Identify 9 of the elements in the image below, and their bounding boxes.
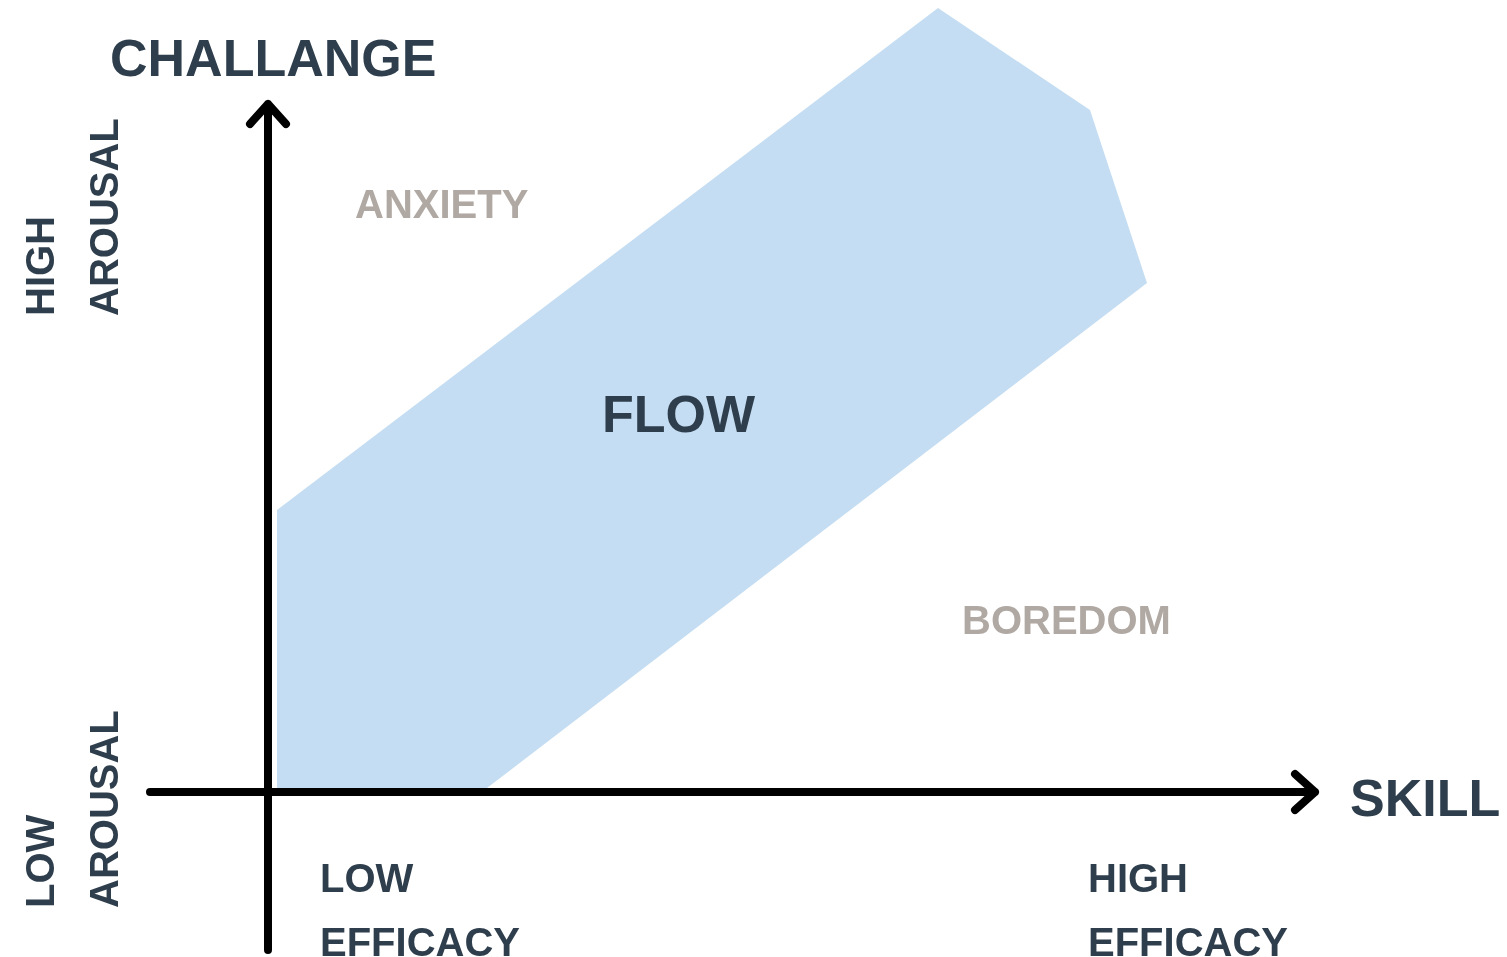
zone-label: ANXIETY — [355, 184, 529, 224]
zone-label: BOREDOM — [962, 600, 1171, 640]
axis-title: CHALLANGE — [110, 32, 437, 84]
axis-level-label: HIGH AROUSAL — [17, 117, 127, 316]
axis-level-label: HIGH EFFICACY — [1088, 855, 1289, 957]
axis-level-label: LOW EFFICACY — [320, 855, 521, 957]
region-label: FLOW — [602, 388, 756, 440]
axis-level-label: LOW AROUSAL — [17, 709, 127, 908]
axis-title: SKILL — [1350, 772, 1501, 824]
